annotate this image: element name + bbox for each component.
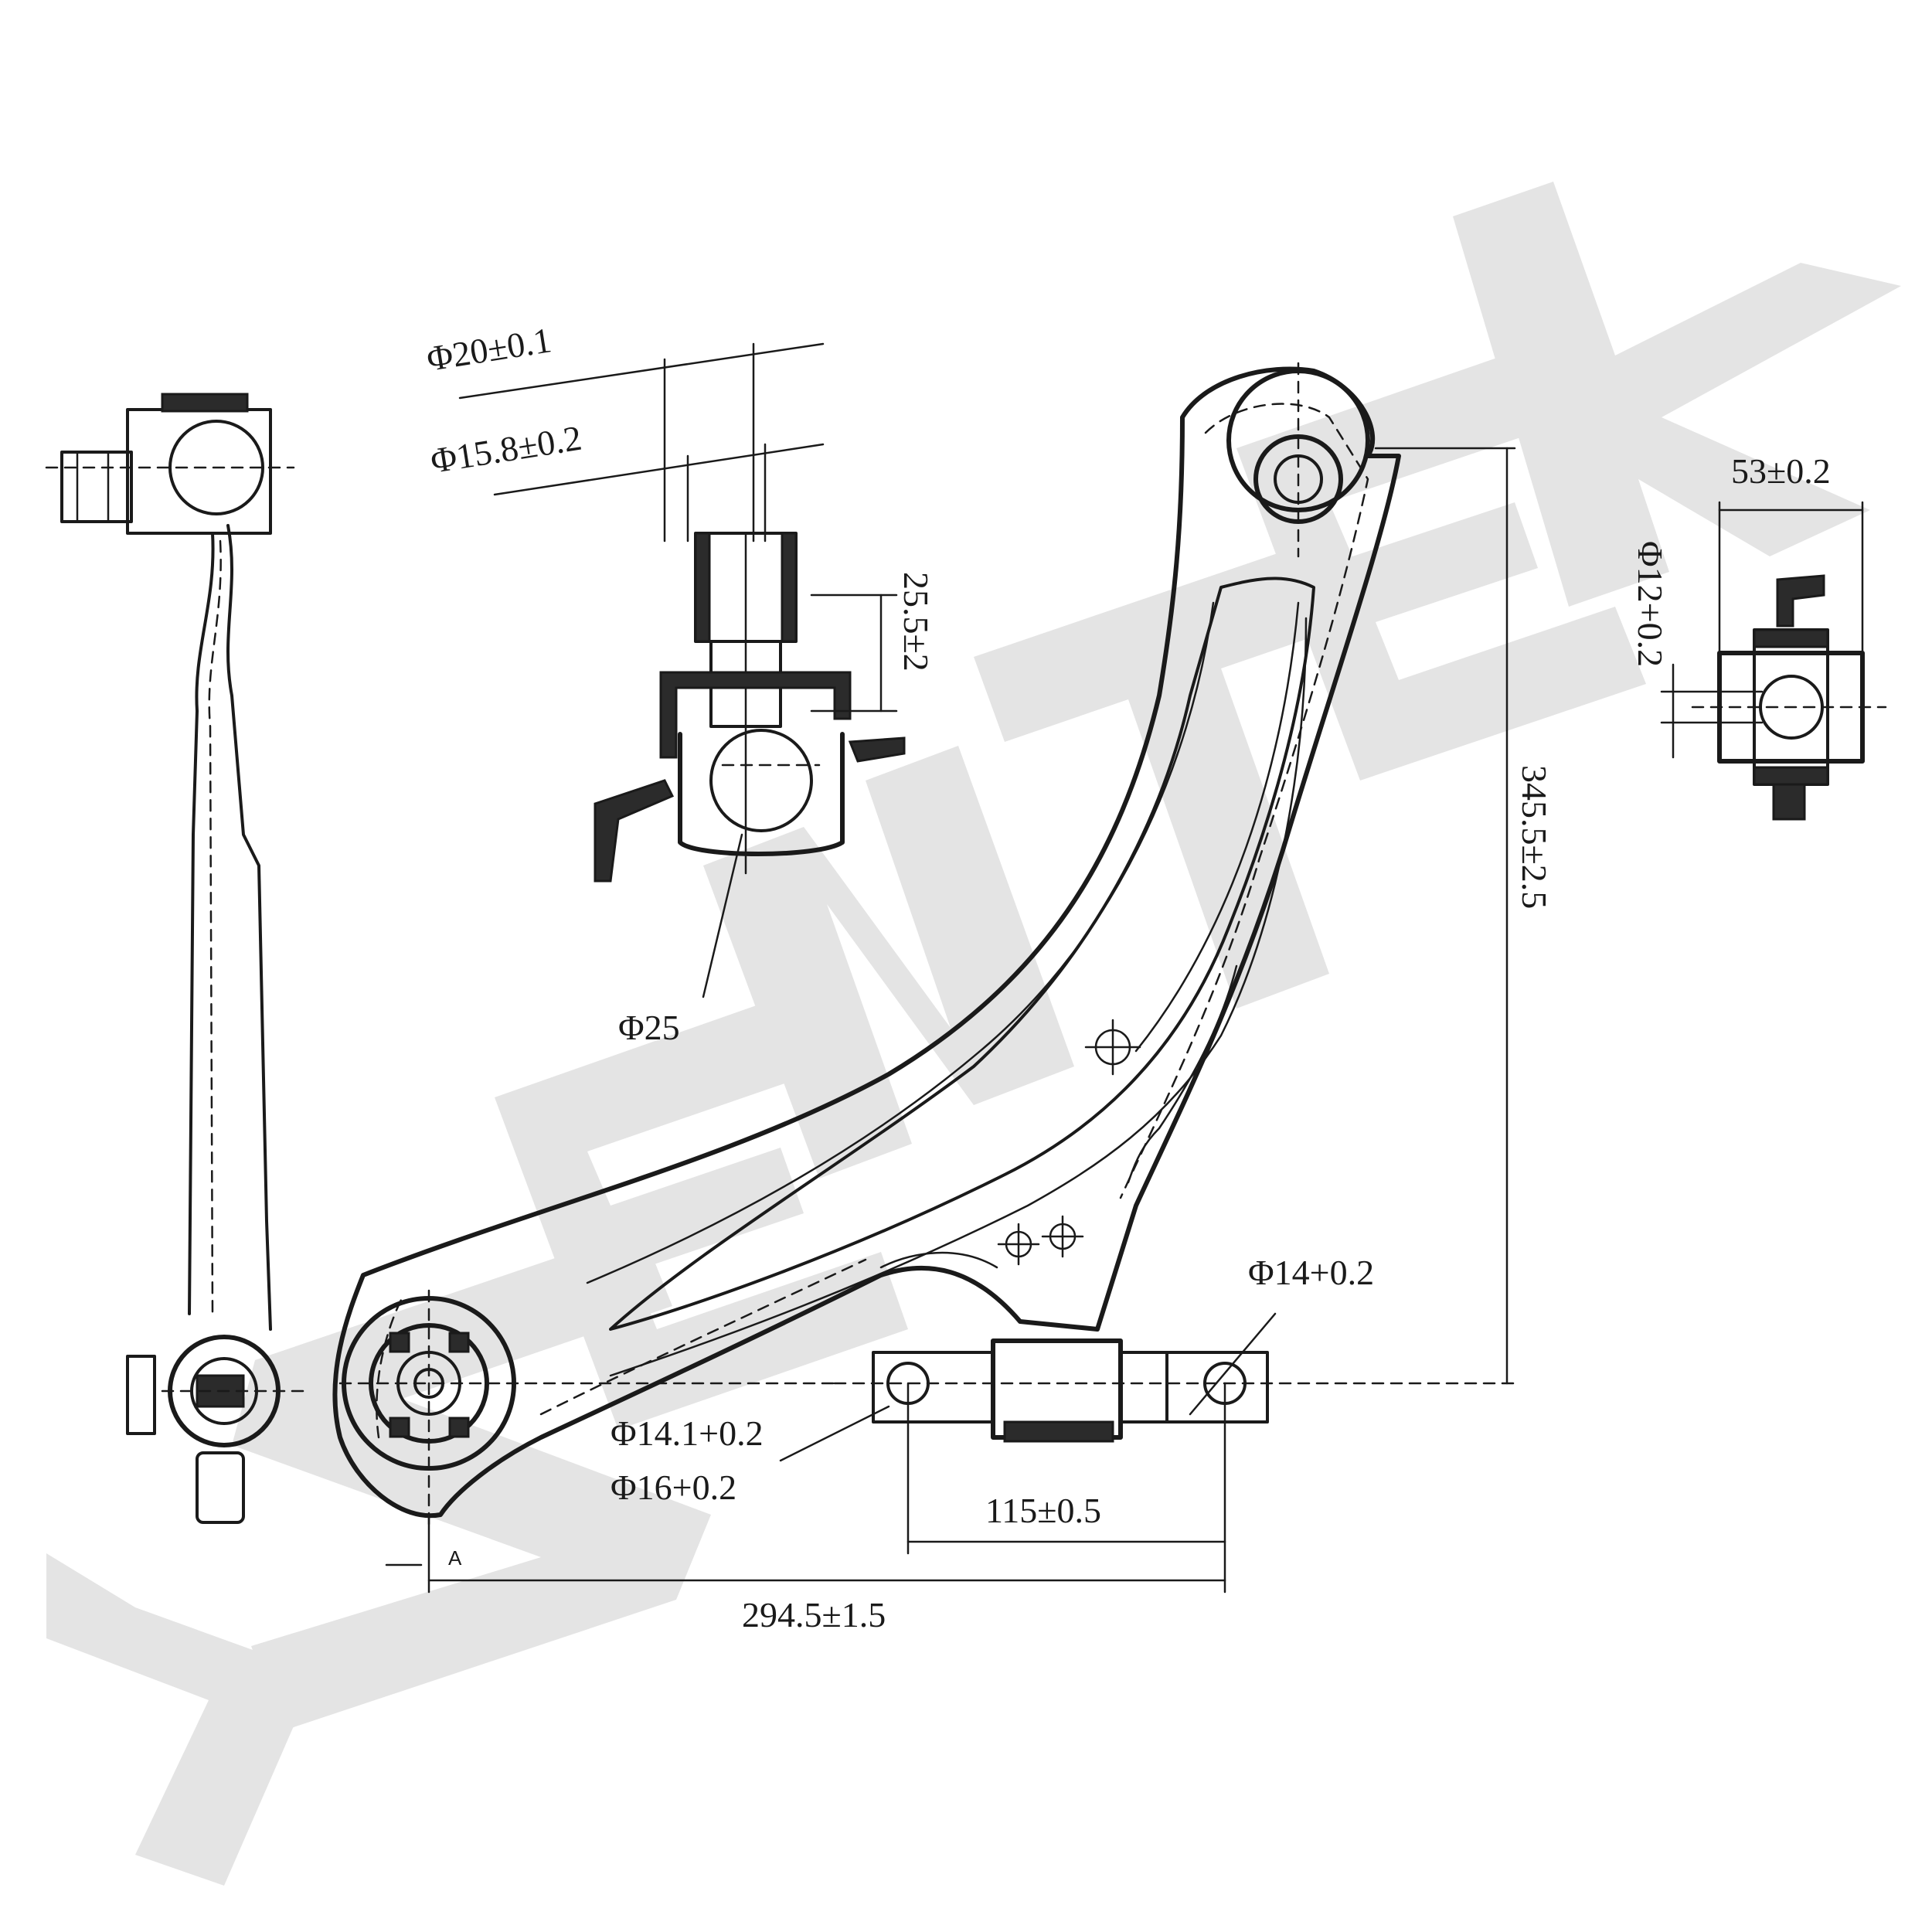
ball-flange-left [594,779,675,883]
label-phi16: Φ16+0.2 [611,1468,736,1507]
leader-phi14 [1189,1312,1277,1416]
crosshair-marks [997,1019,1141,1266]
side-upper-ball [168,420,264,515]
arm-dimensions [385,447,1516,1594]
rear-bushing-body [991,1338,1123,1440]
rear-bushing-right-sleeve [1119,1351,1269,1423]
label-overall-length: 294.5±1.5 [742,1595,886,1634]
label-ball-height: 25.5±2 [896,572,936,672]
label-datum-a: A [448,1546,462,1570]
side-upper-housing [126,408,272,535]
label-bushing-width: 53±0.2 [1731,451,1831,491]
rear-bushing-left-sleeve [872,1351,995,1423]
ball-flange-right [848,736,906,763]
label-hole-spacing: 115±0.5 [985,1491,1101,1530]
ball-housing-top [659,671,852,759]
label-phi20: Φ20±0.1 [424,320,554,379]
side-arm-edge-b [188,532,215,1315]
label-phi14: Φ14+0.2 [1248,1253,1374,1292]
side-lower-tab [196,1451,245,1524]
dim-line-phi20 [458,342,825,400]
watermark-logo [46,182,1901,1886]
bushing-section [1660,501,1887,821]
ball [709,729,813,832]
ball-housing-cup [678,732,845,856]
side-upper-cap [161,393,249,413]
ball-joint-section [458,342,906,998]
side-arm-edge-a [226,524,272,1331]
label-phi15-8: Φ15.8±0.2 [428,418,584,481]
side-view [45,393,311,1524]
arm-outline [332,366,1401,1519]
side-stud [60,451,133,523]
side-lower-plate [126,1355,156,1435]
dim-line-phi15 [493,443,825,496]
leader-phi16 [779,1405,890,1462]
arm-web-opening [609,577,1315,1331]
label-phi14-1: Φ14.1+0.2 [611,1413,764,1453]
leader-phi25 [702,833,743,998]
label-overall-height: 345.5±2.5 [1515,765,1554,909]
label-bushing-bore: Φ12+0.2 [1631,541,1670,667]
label-phi25: Φ25 [618,1008,680,1047]
